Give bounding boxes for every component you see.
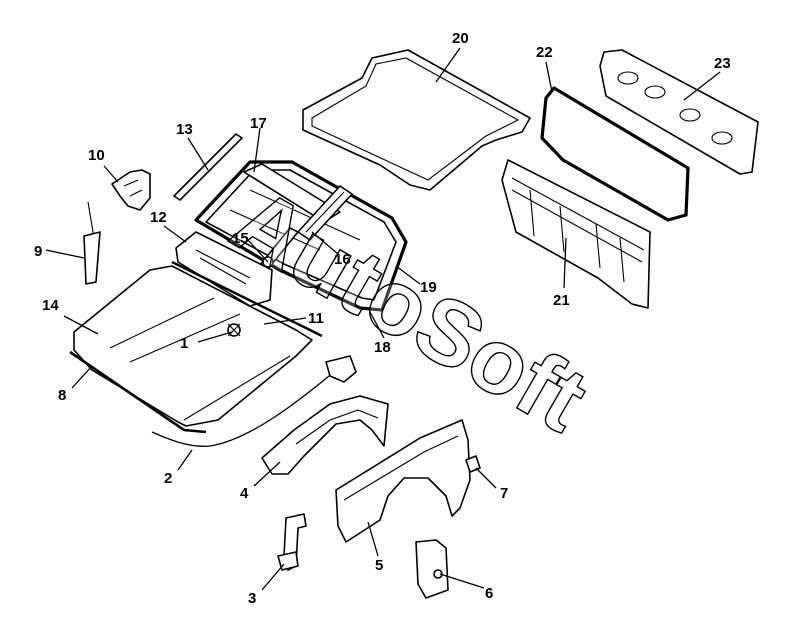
part-mount-bracket — [277, 513, 307, 571]
callout-16: 16 — [334, 251, 351, 268]
part-roof-panel — [302, 49, 531, 191]
part-hinge-bracket — [111, 169, 151, 211]
callout-7: 7 — [500, 485, 508, 502]
callout-18: 18 — [374, 339, 391, 356]
part-hood-seal — [171, 260, 323, 338]
callout-3: 3 — [248, 590, 256, 607]
callout-labels: 1 2 3 4 5 6 7 8 9 10 11 12 13 14 15 16 1… — [34, 30, 731, 607]
callout-1: 1 — [180, 335, 188, 352]
callout-17: 17 — [250, 115, 267, 132]
part-rear-cab-panel — [501, 159, 651, 309]
part-rear-window-glass — [599, 49, 759, 175]
callout-22: 22 — [536, 44, 553, 61]
callout-11: 11 — [308, 310, 324, 327]
part-hood-latch — [227, 323, 241, 337]
callout-23: 23 — [714, 55, 731, 72]
callout-2: 2 — [164, 470, 172, 487]
callout-13: 13 — [176, 121, 193, 138]
part-front-fender — [335, 419, 471, 543]
callout-12: 12 — [150, 209, 167, 226]
callout-15: 15 — [232, 230, 249, 247]
callout-6: 6 — [485, 585, 493, 602]
callout-20: 20 — [452, 30, 469, 47]
part-release-cable — [151, 355, 357, 447]
part-windshield-bracket — [243, 163, 341, 223]
callout-21: 21 — [553, 292, 570, 309]
callout-4: 4 — [240, 485, 249, 502]
part-mud-flap — [415, 539, 449, 599]
part-wiper-arm — [297, 185, 353, 241]
part-molding-strip — [173, 133, 243, 201]
callout-8: 8 — [58, 387, 66, 404]
part-hood — [73, 265, 313, 427]
part-prop-rod — [83, 201, 101, 285]
callout-5: 5 — [375, 557, 383, 574]
part-hood-front-seal — [69, 350, 207, 434]
part-cowl-panel — [175, 231, 273, 307]
leader-lines — [45, 47, 721, 591]
part-rear-window-seal — [540, 86, 690, 222]
callout-10: 10 — [88, 147, 105, 164]
callout-19: 19 — [420, 279, 437, 296]
part-wheel-arch-liner — [261, 395, 389, 475]
callout-9: 9 — [34, 243, 42, 260]
callout-14: 14 — [42, 297, 59, 314]
